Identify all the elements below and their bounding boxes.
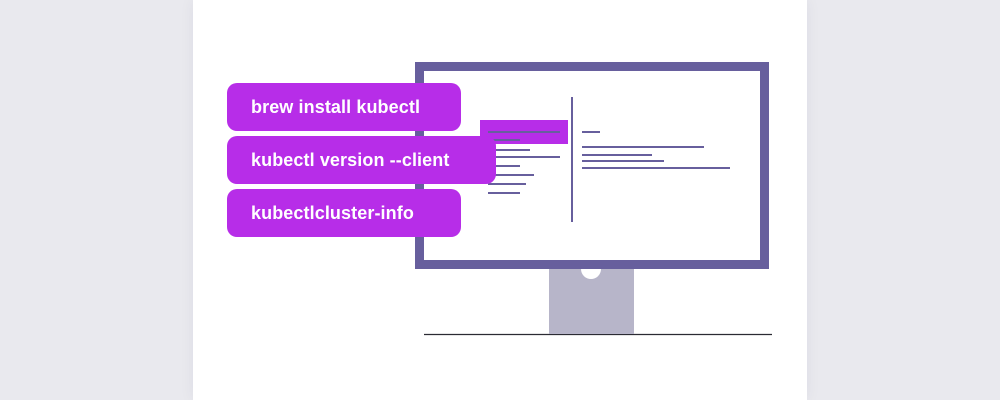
command-brew-install-kubectl[interactable]: brew install kubectl	[227, 83, 461, 131]
command-kubectl-version-client[interactable]: kubectl version --client	[227, 136, 496, 184]
monitor-notch	[581, 269, 601, 279]
monitor-stand	[549, 268, 634, 334]
command-kubectl-cluster-info[interactable]: kubectlcluster-info	[227, 189, 461, 237]
